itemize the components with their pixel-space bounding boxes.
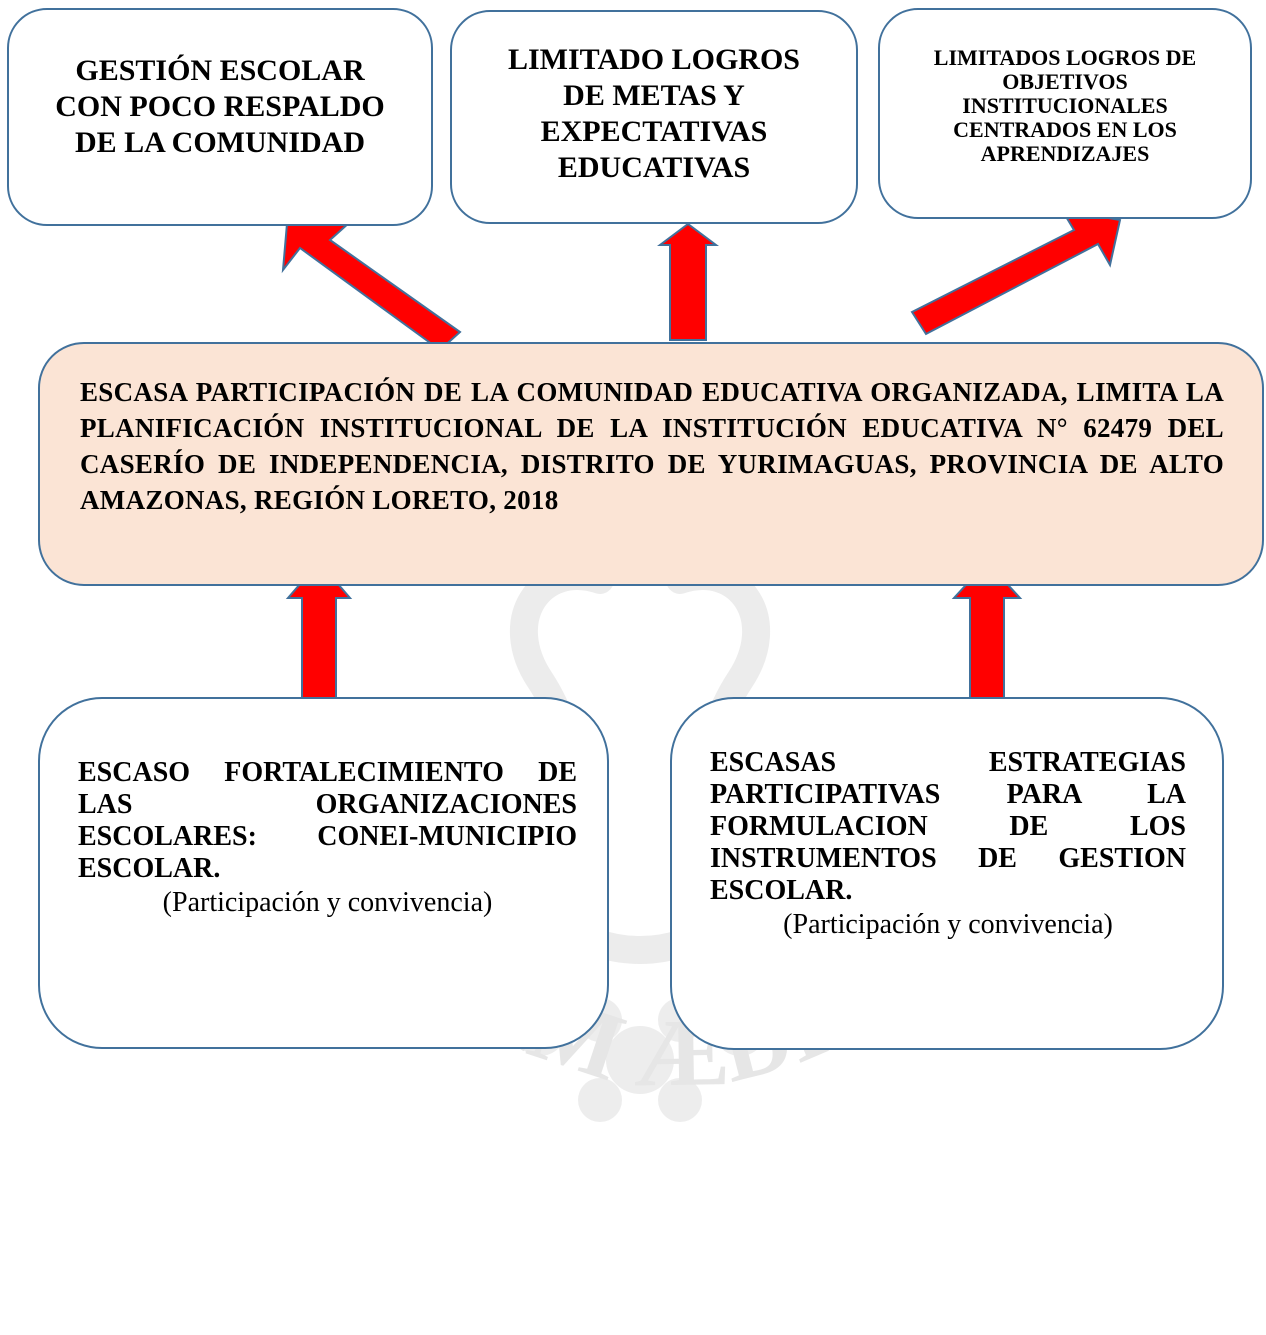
- cause-box-2: ESCASAS ESTRATEGIAS PARTICIPATIVAS PARA …: [670, 697, 1224, 1050]
- cause-title-1: ESCASO FORTALECIMIENTO DE LAS ORGANIZACI…: [78, 757, 577, 884]
- arrow-to-effect-2: [657, 222, 719, 341]
- cause-note-2: (Participación y convivencia): [783, 909, 1113, 940]
- effect-text-3: LIMITADOS LOGROS DE OBJETIVOS INSTITUCIO…: [933, 45, 1197, 166]
- effect-text-1: GESTIÓN ESCOLAR CON POCO RESPALDO DE LA …: [55, 54, 385, 159]
- effect-box-3: LIMITADOS LOGROS DE OBJETIVOS INSTITUCIO…: [878, 8, 1252, 219]
- central-problem-box: ESCASA PARTICIPACIÓN DE LA COMUNIDAD EDU…: [38, 342, 1264, 586]
- cause-title-2: ESCASAS ESTRATEGIAS PARTICIPATIVAS PARA …: [710, 747, 1186, 906]
- arrow-to-effect-1: [281, 210, 462, 352]
- arrow-to-effect-3: [910, 208, 1122, 336]
- effect-box-1: GESTIÓN ESCOLAR CON POCO RESPALDO DE LA …: [7, 8, 433, 226]
- effect-box-2: LIMITADO LOGROS DE METAS Y EXPECTATIVAS …: [450, 10, 858, 224]
- central-problem-text: ESCASA PARTICIPACIÓN DE LA COMUNIDAD EDU…: [80, 377, 1224, 515]
- effect-text-2: LIMITADO LOGROS DE METAS Y EXPECTATIVAS …: [508, 43, 800, 184]
- cause-note-1: (Participación y convivencia): [162, 887, 493, 918]
- cause-box-1: ESCASO FORTALECIMIENTO DE LAS ORGANIZACI…: [38, 697, 609, 1049]
